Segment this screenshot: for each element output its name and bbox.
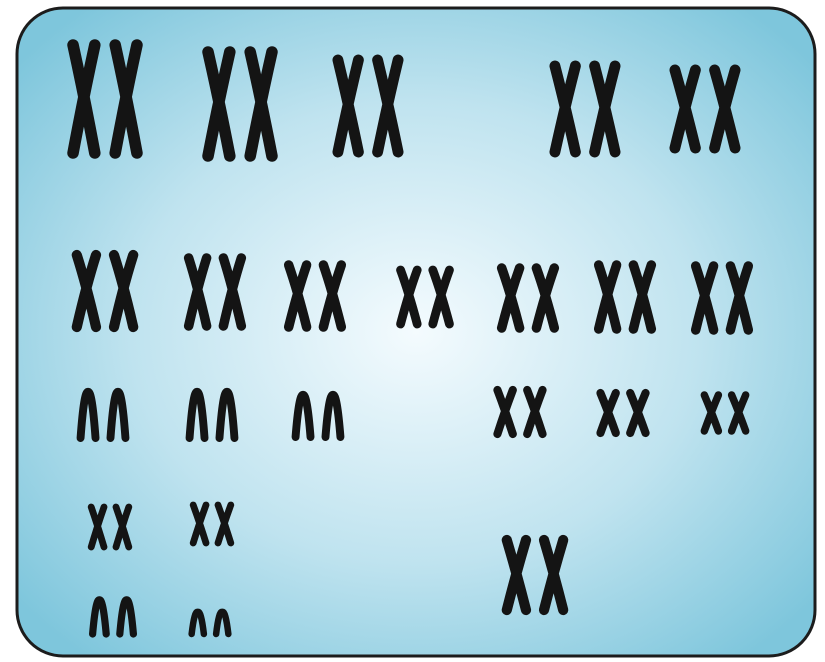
karyotype-figure xyxy=(0,0,825,662)
